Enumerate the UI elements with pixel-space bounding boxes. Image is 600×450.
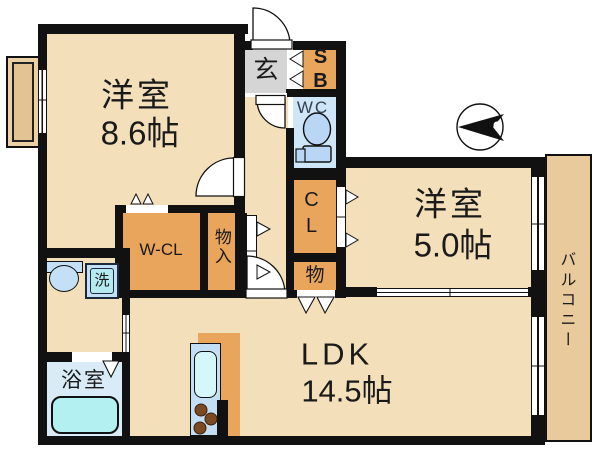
window-bedroom2-balcony [531, 177, 545, 270]
bathroom-label: 浴室 [61, 368, 107, 392]
shoebox-label: SB [309, 46, 332, 94]
entrance-step-line [245, 93, 287, 97]
wall [38, 133, 47, 445]
walkin-closet-label: W-CL [139, 240, 183, 260]
toilet-label: WC [296, 98, 330, 118]
bedroom2-size-label: 5.0帖 [413, 226, 493, 264]
kitchen-sink [194, 351, 217, 398]
bedroom2-floor [345, 167, 533, 289]
closet-label: CL [300, 189, 323, 241]
bedroom2-name-label: 洋室 [414, 185, 486, 223]
hall-storage-door-panels [246, 215, 257, 288]
bathtub [51, 396, 119, 434]
washing-machine-drum [90, 268, 114, 294]
entrance-label: 玄 [253, 55, 279, 84]
kitchen-divider [217, 400, 228, 436]
wall [200, 213, 208, 290]
balcony-area [545, 154, 592, 442]
wall [286, 128, 294, 170]
wall [235, 290, 247, 298]
ldk-size-label: 14.5帖 [301, 373, 393, 409]
wall [336, 287, 377, 297]
wall [122, 352, 130, 362]
wall [115, 290, 235, 298]
wall [168, 205, 243, 213]
wall [235, 213, 247, 298]
entrance-door-swing [252, 7, 291, 46]
wall [293, 41, 345, 50]
wall [286, 89, 345, 97]
wall [528, 287, 545, 297]
shoebox-floor [303, 47, 337, 92]
wall [245, 41, 253, 50]
wall [286, 170, 294, 298]
vanity-sink [49, 265, 79, 292]
walkin-closet-floor [122, 212, 202, 292]
sliding-door-washroom [122, 315, 130, 352]
wall [38, 352, 72, 362]
wall [531, 157, 545, 177]
storage-small-label: 物 [305, 265, 325, 287]
wall [112, 352, 122, 362]
storage-small-floor [293, 261, 337, 292]
wall [294, 253, 336, 262]
wall [286, 290, 297, 298]
wall [38, 24, 248, 34]
sliding-door-bedroom2 [377, 288, 528, 297]
washer-label: 洗 [94, 272, 110, 290]
wall [122, 362, 130, 436]
wall [294, 168, 345, 180]
balcony-label: バルコニー [557, 251, 575, 351]
ldk-name-label: LDK [300, 336, 374, 372]
wall [336, 168, 346, 186]
bedroom1-name-label: 洋室 [101, 76, 173, 114]
entrance-floor [245, 48, 287, 94]
wall [531, 415, 545, 436]
compass-icon [456, 103, 504, 151]
wall [234, 196, 245, 213]
closet-door-panels [336, 186, 346, 248]
door-gap-storage-small [297, 290, 335, 298]
window-ldk-balcony [531, 317, 545, 415]
door-gap-bathroom [72, 352, 112, 362]
wall [234, 24, 245, 158]
shoebox-bifold-door [289, 50, 304, 88]
hall-storage-label: 物入 [211, 228, 231, 266]
door-gap-walkin-closet [126, 205, 168, 213]
wall [38, 24, 47, 70]
window-bedroom1 [38, 70, 47, 133]
wall [336, 157, 545, 168]
closet-floor [293, 178, 337, 255]
wall [38, 248, 123, 258]
wall [38, 436, 545, 445]
wall [122, 248, 130, 315]
wall [336, 248, 346, 290]
side-bay-inner [12, 62, 34, 142]
bedroom1-floor-ext [46, 200, 118, 252]
bedroom1-size-label: 8.6帖 [100, 114, 180, 152]
wall [336, 41, 346, 168]
hall-storage-floor [207, 212, 237, 292]
